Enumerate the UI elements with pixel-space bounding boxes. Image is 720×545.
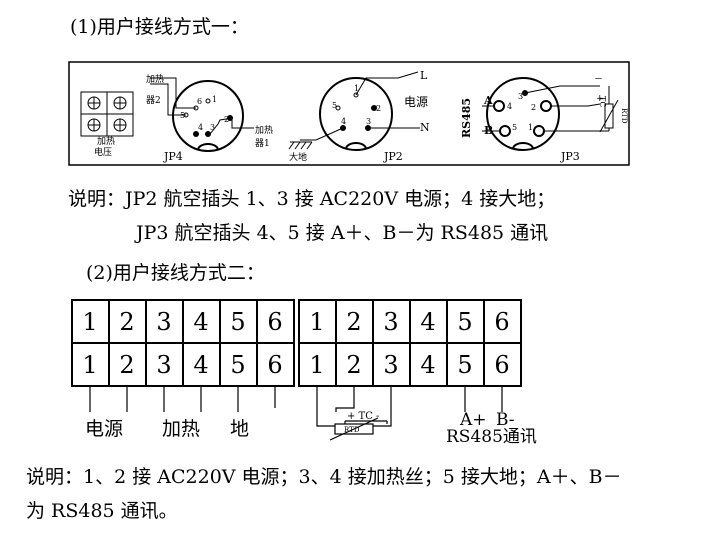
jp4-pin-4: 4 — [198, 123, 203, 132]
jp3-label-plus: + — [596, 94, 604, 104]
jp3-label-rtd: RTD — [620, 108, 628, 124]
left-top-3: 3 — [156, 308, 171, 336]
jp2-label-N: N — [420, 121, 430, 134]
jp4-pin-6: 6 — [197, 97, 202, 106]
label-b-minus: B- — [496, 410, 515, 430]
left-top-6: 6 — [267, 308, 282, 336]
heater-box-label2: 电压 — [94, 146, 112, 158]
label-power: 电源 — [85, 418, 123, 440]
right-bottom-1: 1 — [309, 351, 324, 379]
label-heat: 加热 — [162, 418, 200, 440]
jp2-pin-3: 3 — [366, 117, 371, 126]
jp3-label-A: A — [483, 94, 493, 107]
jp2-connector: 1 2 3 4 5 大地 L N 电源 JP2 — [288, 69, 430, 163]
jp2-label-L: L — [420, 69, 428, 82]
jp3-label-rs485: RS485 — [460, 98, 473, 138]
jp2-pin-1: 1 — [354, 84, 359, 93]
jp4-pin-2: 2 — [224, 115, 229, 124]
heater-voltage-box: 加热 电压 — [80, 91, 134, 158]
section1-note-line2: JP3 航空插头 4、5 接 A＋、B－为 RS485 通讯 — [136, 222, 549, 244]
right-bottom-4: 4 — [420, 351, 435, 379]
right-top-3: 3 — [383, 308, 398, 336]
label-rtd: RTD — [344, 426, 360, 434]
jp3-name: JP3 — [560, 150, 580, 163]
jp4-name: JP4 — [163, 150, 183, 163]
heater-box-label: 加热 — [97, 135, 115, 147]
jp4-connector: 1 2 3 4 5 6 加热 器2 加热 器1 JP4 — [146, 73, 273, 163]
jp3-pin-4: 4 — [507, 102, 512, 111]
jp2-pin-4: 4 — [341, 117, 346, 126]
jp3-pin-2: 2 — [531, 103, 536, 112]
diagram1-frame — [68, 61, 630, 166]
left-top-5: 5 — [230, 308, 245, 336]
jp2-name: JP2 — [383, 150, 403, 163]
right-top-6: 6 — [494, 308, 509, 336]
jp4-pin-3: 3 — [210, 123, 215, 132]
left-bottom-3: 3 — [156, 351, 171, 379]
jp4-label-right2: 器1 — [255, 138, 270, 149]
terminal-block-right: 1 2 3 4 5 6 1 2 3 4 5 6 — [298, 299, 522, 387]
right-bottom-3: 3 — [383, 351, 398, 379]
section2-note-line1: 说明：1、2 接 AC220V 电源；3、4 接加热丝；5 接大地；A＋、B－ — [26, 466, 622, 488]
left-bottom-6: 6 — [267, 351, 282, 379]
right-top-4: 4 — [420, 308, 435, 336]
jp4-label-top: 加热 — [146, 73, 164, 85]
jp3-label-minus: － — [594, 75, 603, 85]
left-top-1: 1 — [82, 308, 97, 336]
jp3-pin-3: 3 — [518, 92, 523, 101]
right-top-5: 5 — [457, 308, 472, 336]
left-bottom-1: 1 — [82, 351, 97, 379]
jp3-connector: 3 2 4 5 1 － + TC RTD RS485 A B JP3 — [460, 75, 628, 163]
label-tc: + TC - — [347, 411, 379, 422]
right-top-1: 1 — [309, 308, 324, 336]
left-bottom-4: 4 — [193, 351, 208, 379]
section2-heading: (2)用户接线方式二： — [86, 262, 265, 284]
left-bottom-5: 5 — [230, 351, 245, 379]
label-a-plus: A+ — [459, 410, 487, 430]
jp4-label-top2: 器2 — [146, 95, 161, 106]
right-bottom-5: 5 — [457, 351, 472, 379]
label-earth: 地 — [230, 418, 249, 440]
terminal-leads — [89, 386, 503, 441]
terminal-block-left: 1 2 3 4 5 6 1 2 3 4 5 6 — [71, 299, 295, 387]
jp2-pin-5: 5 — [332, 101, 337, 110]
left-bottom-2: 2 — [119, 351, 134, 379]
jp4-label-right: 加热 — [255, 124, 273, 136]
right-bottom-6: 6 — [494, 351, 509, 379]
left-top-2: 2 — [119, 308, 134, 336]
section2-note-line2: 为 RS485 通讯。 — [26, 500, 178, 522]
right-bottom-2: 2 — [346, 351, 361, 379]
jp2-label-power: 电源 — [404, 95, 428, 109]
jp3-pin-1: 1 — [528, 123, 533, 132]
jp2-pin-2: 2 — [376, 104, 381, 113]
jp3-label-B: B — [484, 124, 493, 137]
jp2-label-earth: 大地 — [289, 151, 307, 163]
jp4-pin-1: 1 — [212, 95, 217, 104]
section1-note-line1: 说明：JP2 航空插头 1、3 接 AC220V 电源；4 接大地； — [68, 188, 556, 210]
right-top-2: 2 — [346, 308, 361, 336]
jp3-label-tc: TC — [598, 96, 607, 107]
section1-heading: (1)用户接线方式一： — [70, 16, 249, 38]
left-top-4: 4 — [193, 308, 208, 336]
jp3-pin-5: 5 — [512, 123, 517, 132]
label-rs485: RS485通讯 — [446, 427, 537, 447]
